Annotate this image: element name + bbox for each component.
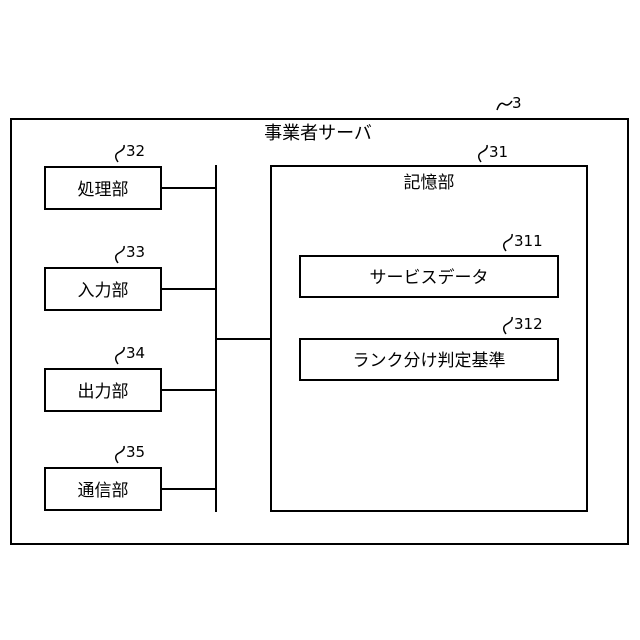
communication-unit-ref-leader bbox=[116, 446, 124, 463]
ranking-criteria-ref-leader bbox=[504, 317, 512, 334]
output-unit-ref-leader bbox=[116, 347, 124, 364]
ranking-criteria-ref: 312 bbox=[514, 315, 543, 333]
communication-unit-label: 通信部 bbox=[78, 481, 129, 501]
output-unit-label: 出力部 bbox=[78, 382, 129, 402]
storage-unit-ref: 31 bbox=[489, 143, 508, 161]
processing-unit-ref-leader bbox=[116, 145, 124, 162]
input-unit-ref: 33 bbox=[126, 243, 145, 261]
communication-unit: 通信部 35 bbox=[45, 443, 216, 510]
service-data-ref-leader bbox=[504, 234, 512, 251]
output-unit-ref: 34 bbox=[126, 344, 145, 362]
input-unit-label: 入力部 bbox=[78, 281, 129, 301]
processing-unit-label: 処理部 bbox=[78, 180, 129, 200]
input-unit-ref-leader bbox=[116, 246, 124, 263]
server-ref: 3 bbox=[512, 94, 522, 112]
server-title: 事業者サーバ bbox=[264, 123, 372, 144]
storage-unit-label: 記憶部 bbox=[404, 173, 455, 193]
storage-unit: 記憶部 31 サービスデータ 311 ランク分け判定基準 312 bbox=[271, 143, 587, 511]
processing-unit-ref: 32 bbox=[126, 142, 145, 160]
processing-unit: 処理部 32 bbox=[45, 142, 216, 209]
communication-unit-ref: 35 bbox=[126, 443, 145, 461]
ranking-criteria-label: ランク分け判定基準 bbox=[353, 351, 506, 371]
storage-unit-ref-leader bbox=[479, 145, 487, 162]
input-unit: 入力部 33 bbox=[45, 243, 216, 310]
service-data-ref: 311 bbox=[514, 232, 543, 250]
service-data-label: サービスデータ bbox=[370, 267, 489, 288]
output-unit: 出力部 34 bbox=[45, 344, 216, 411]
server-ref-leader bbox=[497, 101, 512, 110]
